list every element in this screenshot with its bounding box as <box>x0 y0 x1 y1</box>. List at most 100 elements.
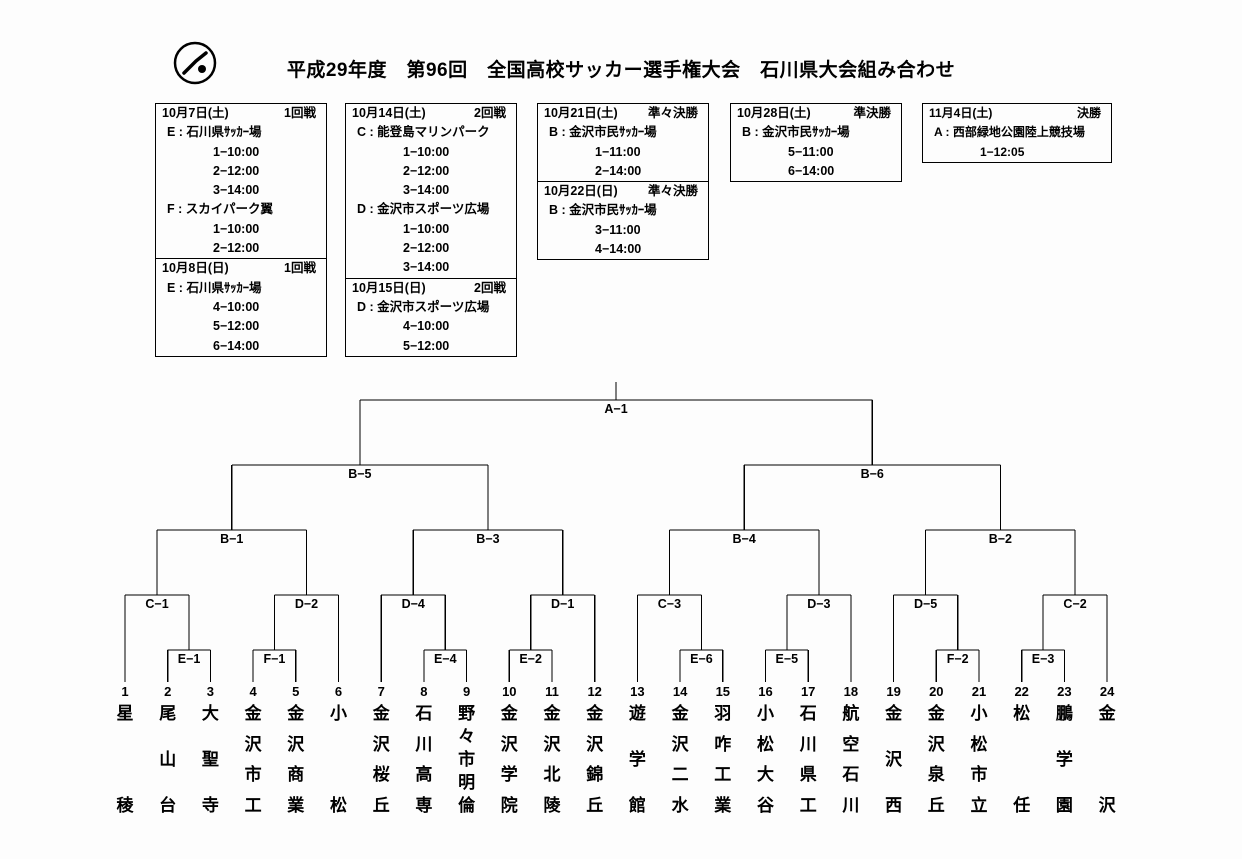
team-name-char: 沢 <box>1098 796 1116 815</box>
team-name-char: 院 <box>500 795 518 815</box>
team-name-char: 鵬 <box>1055 704 1073 723</box>
match-label-C−1: C−1 <box>143 597 171 612</box>
team-name: 金沢学院 <box>499 705 519 815</box>
team-name-char: 航 <box>842 704 860 723</box>
team-name-char: 市 <box>244 765 262 785</box>
team-number: 21 <box>971 684 987 699</box>
team-name: 石川高専 <box>414 705 434 815</box>
schedule-section-header: 10月14日(土)2回戦 <box>346 104 516 123</box>
team-number: 13 <box>630 684 645 699</box>
match-label-D−5: D−5 <box>911 597 940 612</box>
team-name-char: 沢 <box>543 734 561 754</box>
venue-label: A : 西部緑地公園陸上競技場 <box>934 125 1085 140</box>
team-name-char: 台 <box>159 796 177 815</box>
team-number: 1 <box>121 684 129 699</box>
team-name-char: 沢 <box>287 734 305 754</box>
schedule-date: 10月15日(日) <box>352 280 426 295</box>
match-time: 5−12:00 <box>213 319 260 334</box>
match-label-E−1: E−1 <box>175 652 203 667</box>
team-number: 2 <box>164 684 172 699</box>
team-name-char: 高 <box>415 765 433 785</box>
team-name-char: 松 <box>330 796 347 815</box>
match-time: 1−12:05 <box>980 144 1025 159</box>
team-name-char: 泉 <box>927 765 945 785</box>
team-name-char: 金 <box>1098 704 1116 723</box>
schedule-date: 10月7日(土) <box>162 106 229 120</box>
team-name: 金沢 <box>1097 705 1117 815</box>
match-time: 2−14:00 <box>595 163 642 178</box>
team-name-char: 川 <box>799 734 817 754</box>
match-label-B−5: B−5 <box>346 467 374 482</box>
team-name-char: 明 <box>458 773 476 792</box>
venue-label: F : スカイパーク翼 <box>167 202 273 217</box>
team-name-char: 沢 <box>885 750 903 769</box>
team-name-char: 倫 <box>458 796 476 815</box>
team-name-char: 業 <box>287 795 305 815</box>
schedule-section-header: 10月15日(日)2回戦 <box>346 279 516 298</box>
match-label-E−6: E−6 <box>688 652 715 667</box>
team-number: 17 <box>800 684 816 699</box>
match-time: 1−10:00 <box>213 221 260 236</box>
schedule-section-header: 10月7日(土) 1回戦 <box>156 104 326 123</box>
team-name-char: 北 <box>543 765 561 785</box>
team-number: 3 <box>206 684 214 699</box>
team-name-char: 沢 <box>372 734 390 754</box>
team-number: 23 <box>1057 684 1072 699</box>
team-number: 12 <box>587 684 602 699</box>
team-name: 遊学館 <box>627 705 647 815</box>
team-name-char: 松 <box>757 734 774 754</box>
match-time: 3−14:00 <box>403 183 450 198</box>
round-name: 準々決勝 <box>647 106 698 120</box>
team-name-char: 寺 <box>201 796 219 815</box>
venue-label: B : 金沢市民ｻｯｶｰ場 <box>549 203 657 218</box>
page-title: 平成29年度 第96回 全国高校サッカー選手権大会 石川県大会組み合わせ <box>286 60 956 81</box>
match-time: 2−12:00 <box>213 163 260 178</box>
match-time: 5−11:00 <box>788 144 834 159</box>
team-name: 野々市明倫 <box>457 705 477 815</box>
team-name-char: 川 <box>842 795 860 815</box>
round-name: 準決勝 <box>853 106 891 120</box>
team-name-char: 専 <box>415 795 433 815</box>
match-label-C−3: C−3 <box>655 597 684 612</box>
match-time: 4−14:00 <box>595 242 642 257</box>
team-2: 2 尾山台 <box>153 684 183 815</box>
team-number: 16 <box>758 684 773 699</box>
match-time: 6−14:00 <box>788 163 835 178</box>
match-label-E−3: E−3 <box>1029 652 1057 667</box>
match-time: 2−12:00 <box>403 241 450 256</box>
match-time: 2−12:00 <box>213 241 260 256</box>
team-8: 8 石川高専 <box>409 684 439 815</box>
team-name-char: 業 <box>714 795 732 815</box>
team-name-char: 小 <box>330 704 347 723</box>
team-name: 金沢北陵 <box>542 705 562 815</box>
match-time: 1−10:00 <box>403 221 450 236</box>
team-name: 尾山台 <box>158 705 178 815</box>
team-name-char: 大 <box>201 704 219 723</box>
team-number: 22 <box>1014 684 1029 699</box>
team-name-char: 学 <box>1055 750 1073 769</box>
team-name-char: 松 <box>970 734 988 754</box>
team-name-char: 星 <box>116 704 134 723</box>
round-name: 1回戦 <box>284 106 316 120</box>
schedule-section-header: 10月28日(土)準決勝 <box>731 104 901 123</box>
match-label-F−2: F−2 <box>944 652 971 667</box>
match-time: 5−12:00 <box>403 338 450 353</box>
team-name-char: 錦 <box>586 765 604 785</box>
team-name-char: 沢 <box>671 734 689 754</box>
team-number: 8 <box>420 684 428 699</box>
team-name-char: 水 <box>671 795 689 815</box>
match-time: 6−14:00 <box>213 338 260 353</box>
team-number: 5 <box>292 684 300 699</box>
team-name-char: 沢 <box>586 734 604 754</box>
